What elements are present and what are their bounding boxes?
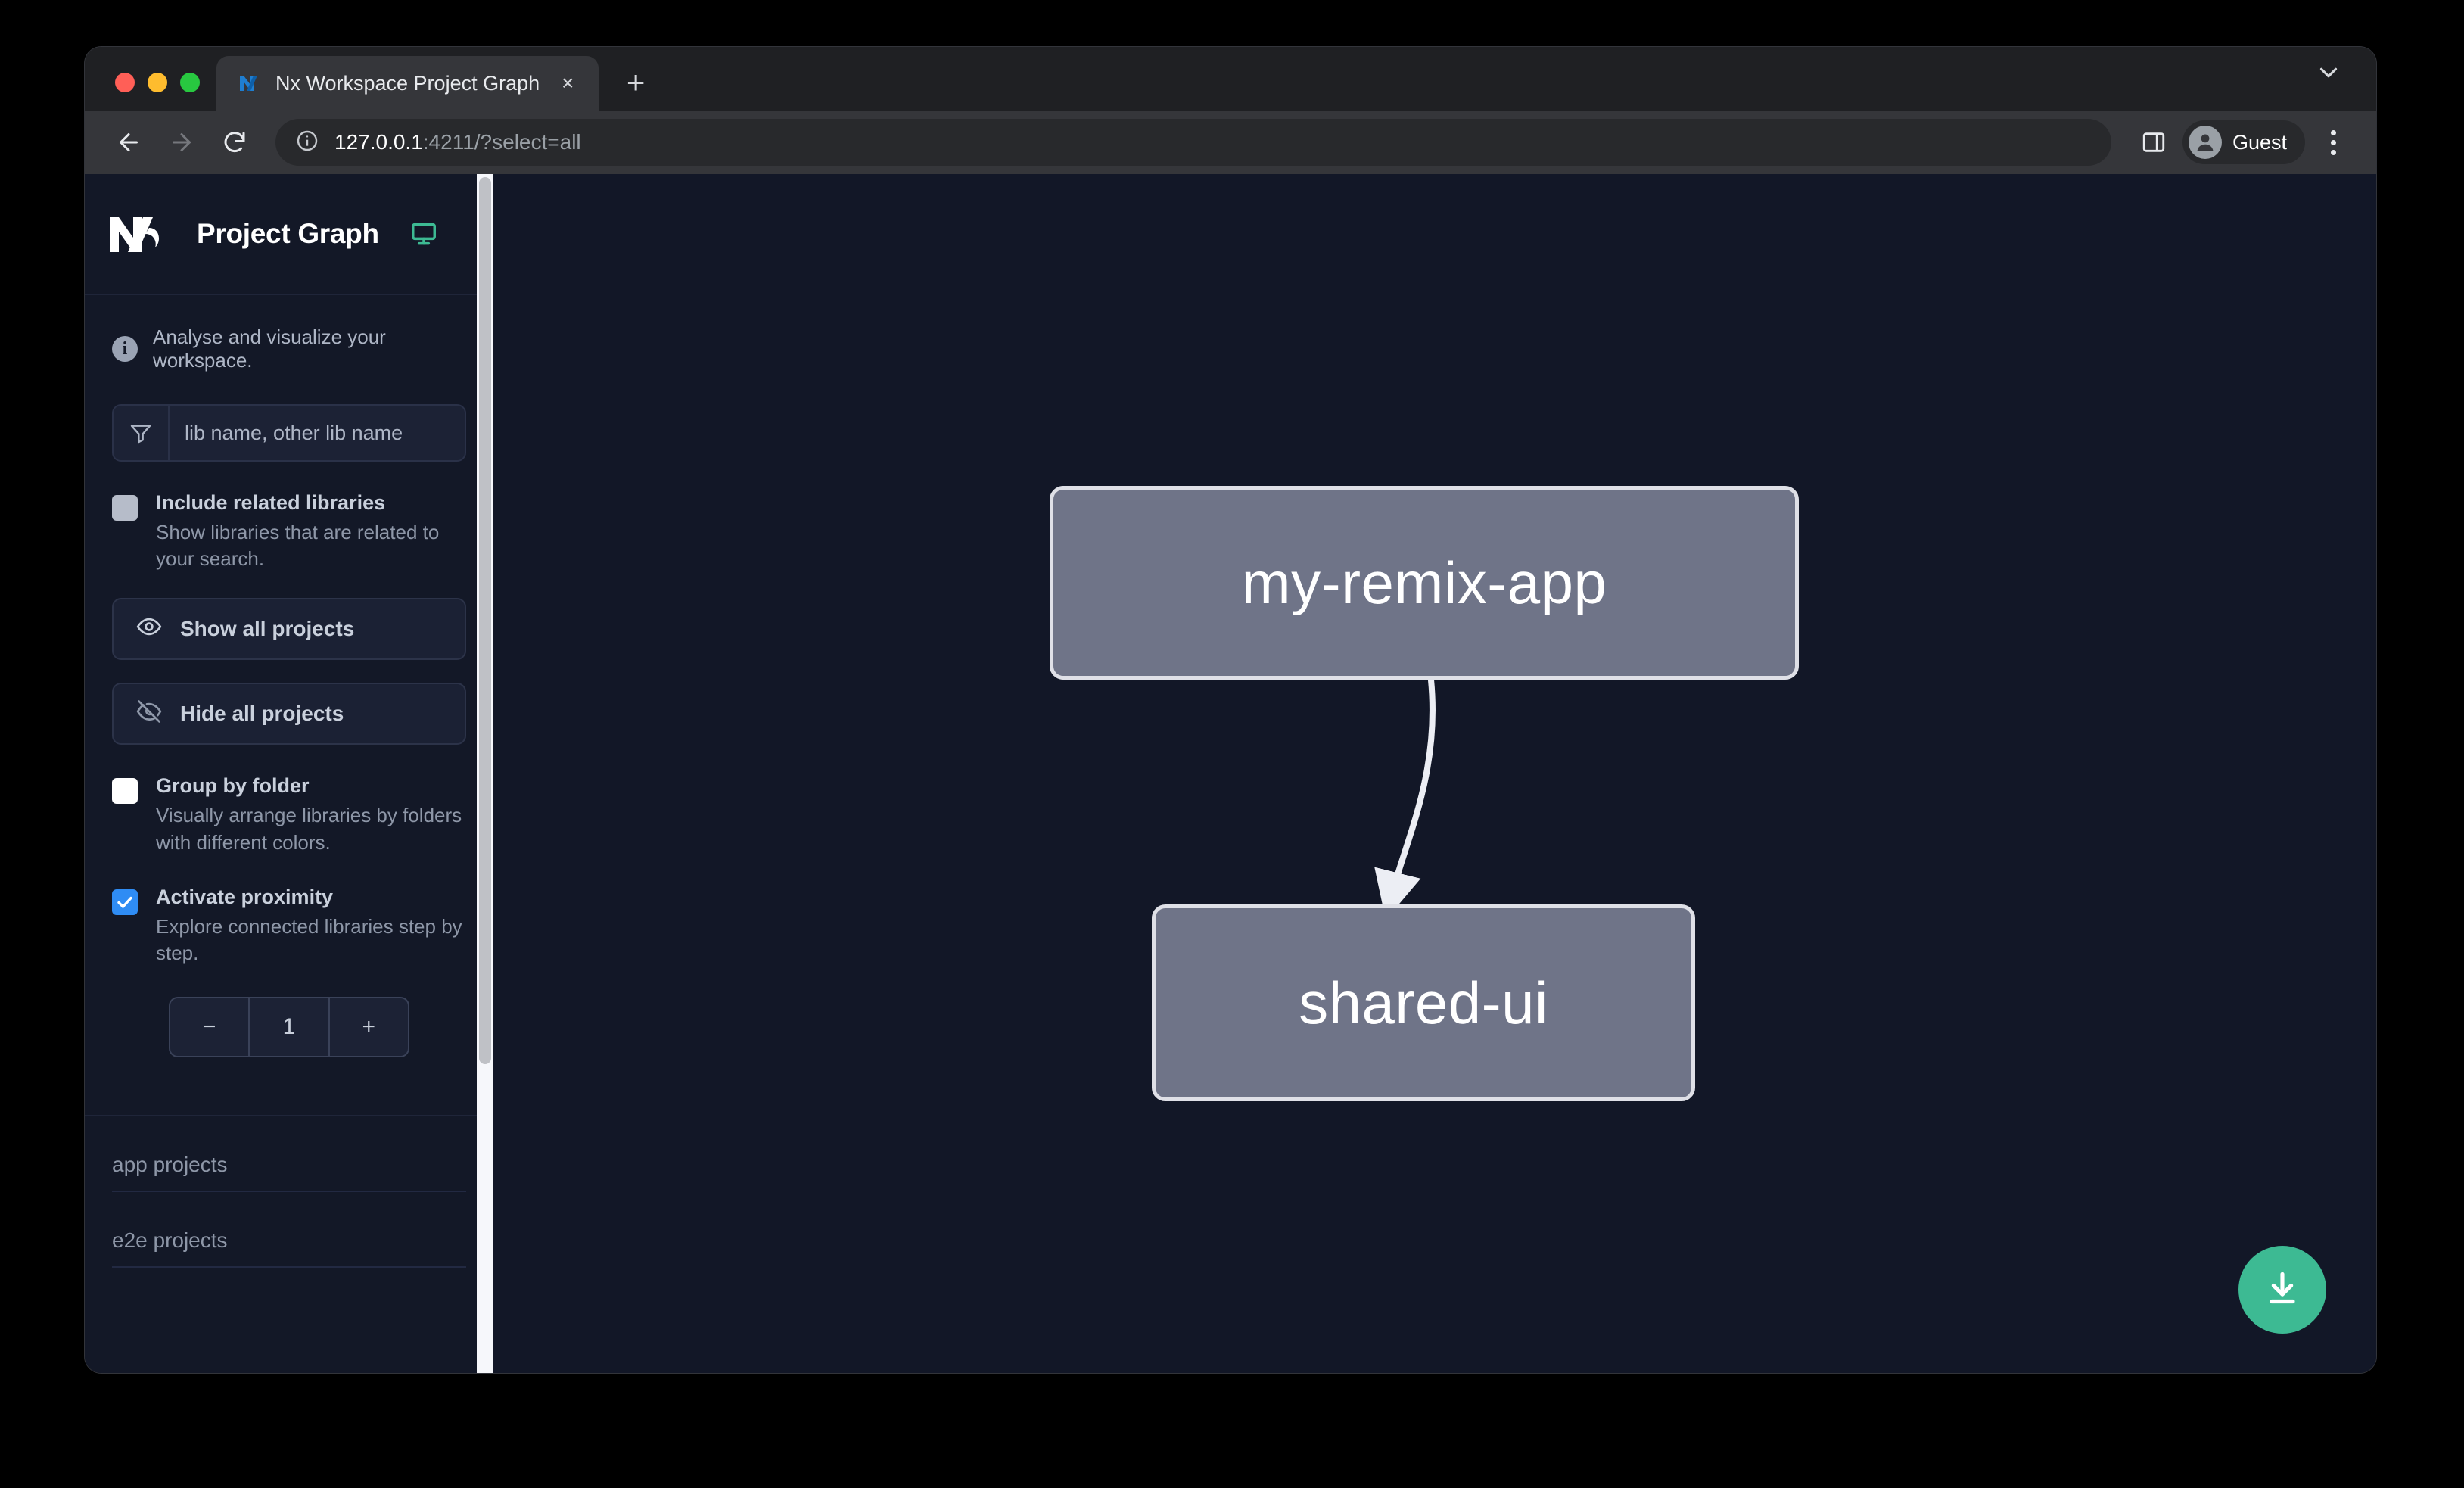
page-content: Project Graph i Analyse and visualize yo… bbox=[85, 174, 2376, 1373]
option-text: Include related libraries Show libraries… bbox=[156, 490, 466, 572]
proximity-stepper: − 1 + bbox=[169, 997, 409, 1058]
browser-tab-strip: Nx Workspace Project Graph × + bbox=[85, 47, 2376, 111]
graph-edge bbox=[1374, 677, 1436, 920]
minimize-window-button[interactable] bbox=[148, 73, 167, 92]
section-app-projects[interactable]: app projects bbox=[112, 1116, 466, 1193]
hide-all-projects-label: Hide all projects bbox=[180, 702, 344, 726]
project-graph-canvas[interactable]: my-remix-app shared-ui bbox=[493, 174, 2376, 1373]
search-box[interactable] bbox=[112, 404, 466, 462]
sidebar-header: Project Graph bbox=[85, 174, 493, 295]
eye-off-icon bbox=[136, 699, 162, 730]
avatar bbox=[2188, 126, 2222, 159]
forward-button[interactable] bbox=[157, 118, 206, 167]
browser-tab[interactable]: Nx Workspace Project Graph × bbox=[216, 56, 599, 111]
browser-window: Nx Workspace Project Graph × + bbox=[85, 47, 2376, 1373]
browser-tab-title: Nx Workspace Project Graph bbox=[275, 71, 540, 95]
proximity-increment-button[interactable]: + bbox=[362, 1014, 376, 1040]
monitor-icon[interactable] bbox=[409, 219, 438, 248]
filter-icon bbox=[114, 406, 170, 460]
nx-logo-icon bbox=[107, 211, 171, 257]
browser-menu-button[interactable] bbox=[2313, 120, 2354, 164]
option-description: Explore connected libraries step by step… bbox=[156, 914, 462, 965]
checkbox-group-by-folder[interactable] bbox=[112, 778, 138, 805]
profile-chip[interactable]: Guest bbox=[2182, 120, 2305, 164]
option-label: Activate proximity bbox=[156, 885, 334, 908]
option-text: Group by folder Visually arrange librari… bbox=[156, 774, 466, 855]
sidebar-scrollbar-thumb[interactable] bbox=[479, 177, 491, 1064]
maximize-window-button[interactable] bbox=[180, 73, 200, 92]
proximity-value: 1 bbox=[248, 998, 330, 1057]
kebab-dot bbox=[2330, 149, 2336, 155]
side-panel-icon[interactable] bbox=[2133, 121, 2175, 163]
info-icon: i bbox=[112, 336, 138, 362]
download-graph-button[interactable] bbox=[2238, 1246, 2326, 1334]
graph-node-label: my-remix-app bbox=[1241, 549, 1607, 616]
option-label: Include related libraries bbox=[156, 491, 386, 514]
tagline-row: i Analyse and visualize your workspace. bbox=[85, 295, 493, 372]
section-e2e-projects[interactable]: e2e projects bbox=[112, 1192, 466, 1269]
kebab-dot bbox=[2330, 129, 2336, 135]
option-text: Activate proximity Explore connected lib… bbox=[156, 885, 466, 967]
option-group-by-folder[interactable]: Group by folder Visually arrange librari… bbox=[112, 774, 466, 855]
option-description: Show libraries that are related to your … bbox=[156, 520, 440, 571]
sidebar: Project Graph i Analyse and visualize yo… bbox=[85, 174, 493, 1373]
proximity-decrement-button[interactable]: − bbox=[202, 1014, 216, 1040]
graph-edges bbox=[1374, 677, 1436, 920]
project-sections: app projects e2e projects bbox=[85, 1115, 493, 1269]
reload-button[interactable] bbox=[210, 118, 259, 167]
address-bar-url: 127.0.0.1:4211/?select=all bbox=[334, 130, 581, 154]
window-traffic-lights bbox=[85, 73, 216, 111]
tagline-text: Analyse and visualize your workspace. bbox=[153, 325, 386, 372]
back-button[interactable] bbox=[104, 118, 153, 167]
sidebar-body: Include related libraries Show libraries… bbox=[85, 372, 493, 1058]
browser-toolbar: 127.0.0.1:4211/?select=all Guest bbox=[85, 111, 2376, 174]
toolbar-right-cluster: Guest bbox=[2116, 120, 2354, 164]
address-bar-path: :4211/?select=all bbox=[422, 130, 581, 154]
graph-node-label: shared-ui bbox=[1299, 969, 1548, 1036]
option-label: Group by folder bbox=[156, 774, 310, 798]
profile-name: Guest bbox=[2232, 130, 2287, 154]
show-all-projects-button[interactable]: Show all projects bbox=[112, 598, 466, 661]
site-info-icon[interactable] bbox=[295, 129, 319, 157]
search-input[interactable] bbox=[170, 406, 465, 460]
hide-all-projects-button[interactable]: Hide all projects bbox=[112, 683, 466, 746]
option-description: Visually arrange libraries by folders wi… bbox=[156, 804, 462, 854]
graph-node-shared-ui[interactable]: shared-ui bbox=[1152, 904, 1695, 1101]
show-all-projects-label: Show all projects bbox=[180, 617, 355, 641]
address-bar[interactable]: 127.0.0.1:4211/?select=all bbox=[275, 119, 2111, 166]
kebab-dot bbox=[2330, 139, 2336, 145]
graph-node-my-remix-app[interactable]: my-remix-app bbox=[1050, 486, 1799, 680]
nx-favicon-icon bbox=[238, 71, 262, 95]
option-include-related-libraries[interactable]: Include related libraries Show libraries… bbox=[112, 490, 466, 572]
checkbox-include-related-libraries[interactable] bbox=[112, 495, 138, 521]
new-tab-button[interactable]: + bbox=[626, 64, 646, 100]
address-bar-host: 127.0.0.1 bbox=[334, 130, 423, 154]
close-window-button[interactable] bbox=[115, 73, 135, 92]
chevron-down-icon[interactable] bbox=[2314, 58, 2343, 91]
option-activate-proximity[interactable]: Activate proximity Explore connected lib… bbox=[112, 885, 466, 967]
checkbox-activate-proximity[interactable] bbox=[112, 889, 138, 915]
close-tab-button[interactable]: × bbox=[561, 71, 574, 95]
sidebar-scrollbar[interactable] bbox=[477, 174, 493, 1373]
download-icon bbox=[2261, 1267, 2304, 1313]
eye-icon bbox=[136, 614, 162, 645]
page-title: Project Graph bbox=[197, 218, 379, 249]
